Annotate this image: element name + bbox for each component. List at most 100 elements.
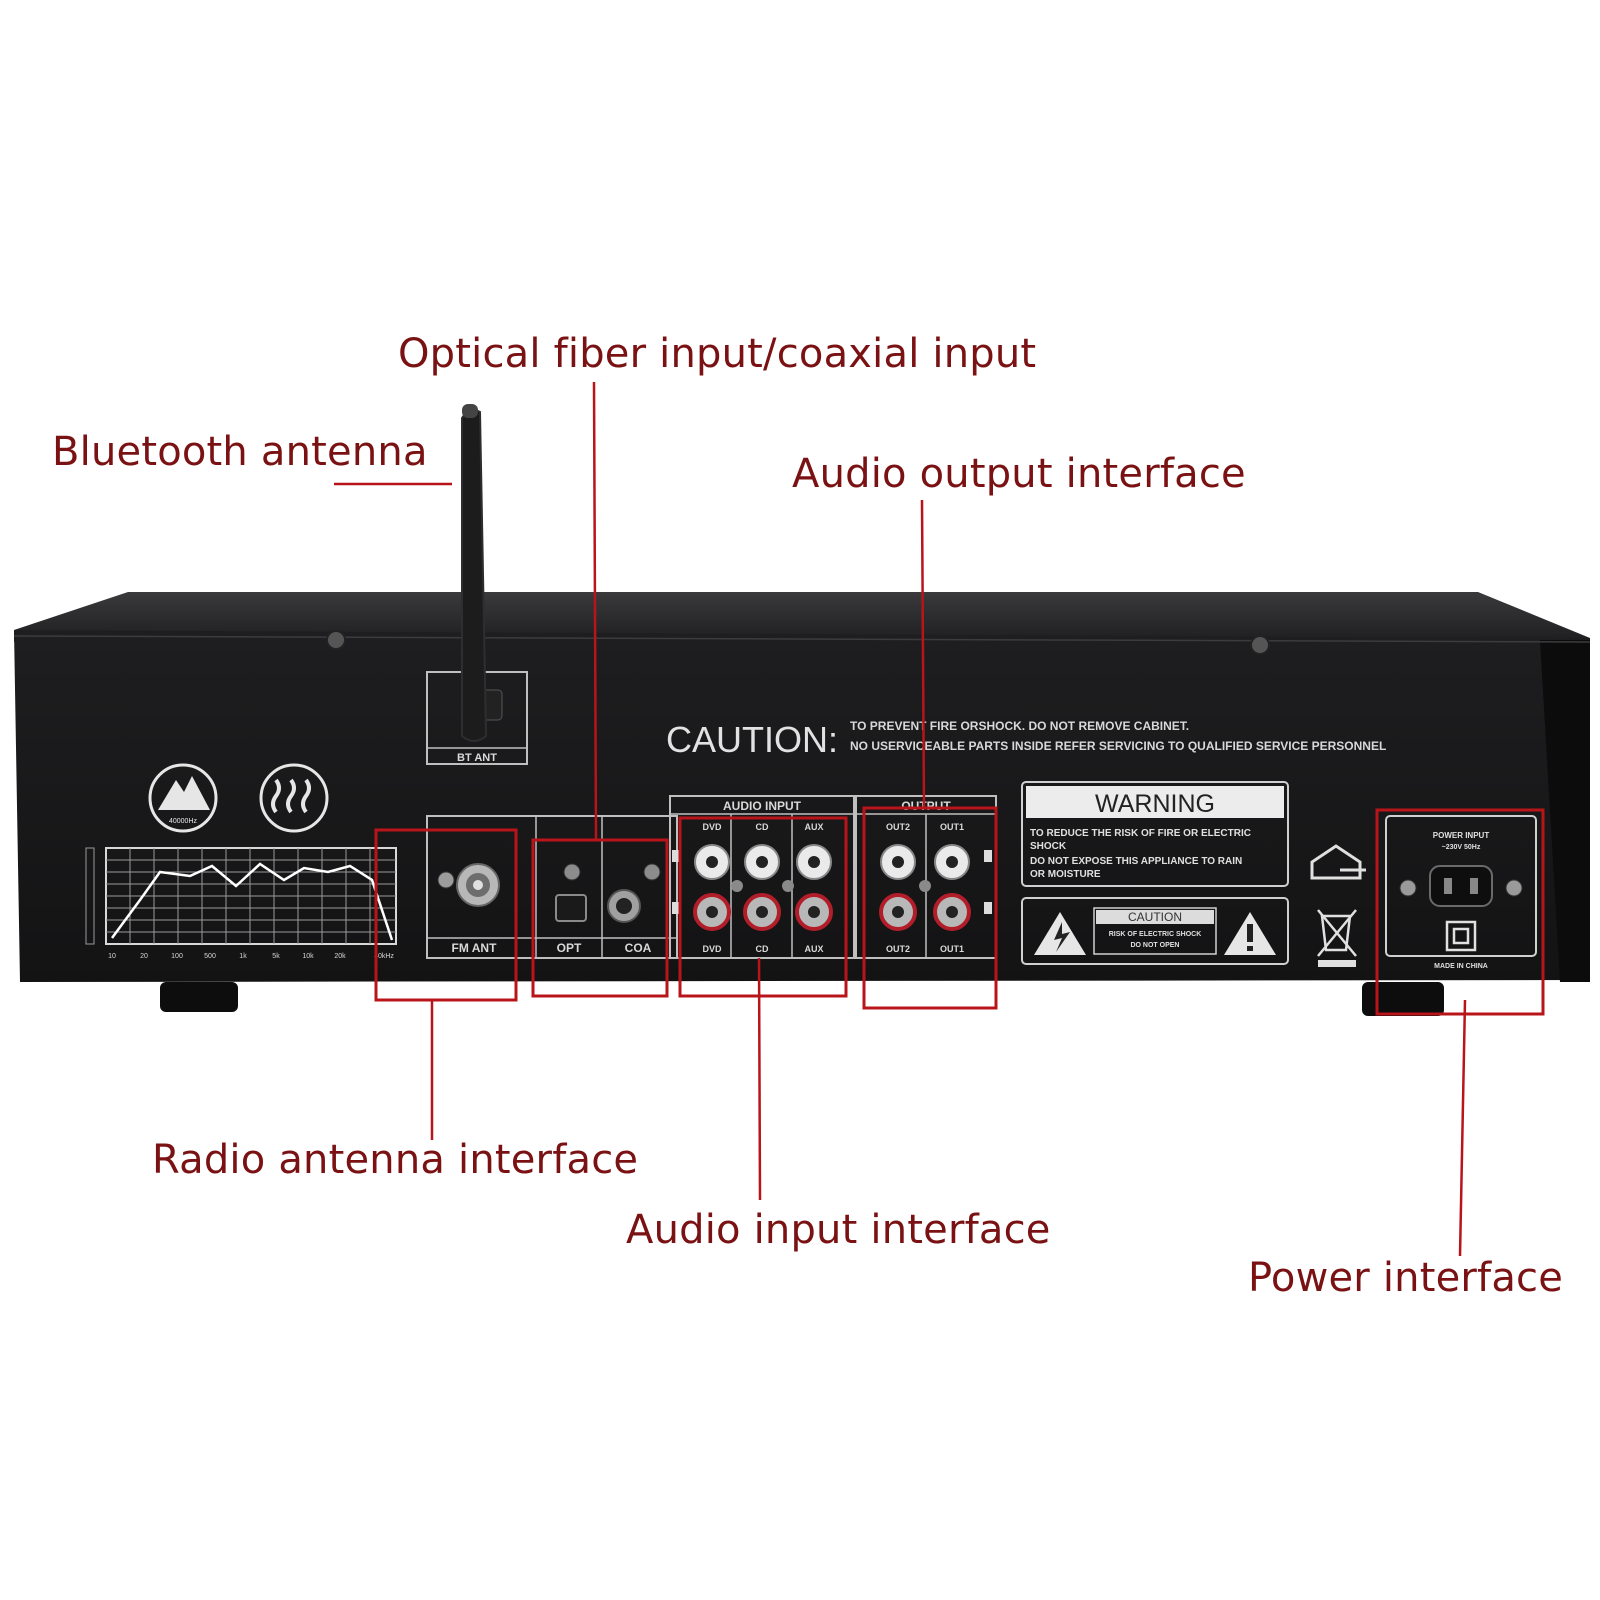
out1-label-bottom: OUT1 [940, 944, 964, 954]
warning-line-2: SHOCK [1030, 841, 1067, 852]
screw [643, 863, 661, 881]
in-dvd-label-bottom: DVD [702, 944, 722, 954]
caution-plate: CAUTION RISK OF ELECTRIC SHOCK DO NOT OP… [1021, 897, 1289, 965]
channel-marker-l [672, 850, 680, 862]
frequency-response-graph: 10 20 100 500 1k 5k 10k 20k 40kHz [85, 847, 397, 960]
opt-label: OPT [557, 941, 582, 955]
optical-input-port[interactable] [555, 894, 587, 922]
warning-line-3: DO NOT EXPOSE THIS APPLIANCE TO RAIN [1030, 856, 1242, 867]
audio-output-box [862, 806, 998, 1010]
caution-line-2: NO USERVICEABLE PARTS INSIDE REFER SERVI… [850, 739, 1386, 753]
audio-output-label: Audio output interface [792, 451, 1246, 497]
foot [1362, 982, 1444, 1016]
bluetooth-antenna: BT ANT [426, 404, 528, 765]
class-ii-house-icon [1310, 844, 1366, 880]
audio-input-header: AUDIO INPUT [723, 799, 802, 813]
radio-antenna-box [374, 828, 518, 1002]
out1-label: OUT1 [940, 822, 964, 832]
mountain-badge-icon: 40000Hz [148, 763, 218, 833]
optical-coaxial-box [531, 838, 669, 998]
out2-label-bottom: OUT2 [886, 944, 910, 954]
chassis [13, 592, 1591, 982]
freq-tick: 5k [272, 953, 280, 960]
output-header: OUTPUT [901, 799, 951, 813]
in-aux-label-bottom: AUX [804, 944, 823, 954]
caution-line-1: TO PREVENT FIRE ORSHOCK. DO NOT REMOVE C… [850, 719, 1189, 733]
power-rating-label: ~230V 50Hz [1442, 844, 1481, 851]
out2-label: OUT2 [886, 822, 910, 832]
bluetooth-antenna-label: Bluetooth antenna [52, 429, 428, 475]
chassis-face [14, 630, 1590, 982]
in-cd-label-bottom: CD [756, 944, 769, 954]
power-socket[interactable] [1429, 865, 1493, 907]
rca-jack-cd-l[interactable] [744, 844, 780, 880]
channel-marker-r [984, 902, 992, 914]
badge-40000-label: 40000Hz [169, 818, 198, 825]
optical-leader [592, 381, 598, 841]
audio-input-leader [757, 957, 762, 1201]
in-cd-label: CD [756, 822, 769, 832]
audio-input-panel: AUDIO INPUT DVD CD AUX DVD CD AUX [669, 795, 855, 959]
caution-small-line-1: RISK OF ELECTRIC SHOCK [1109, 931, 1202, 938]
freq-tick: 20k [334, 953, 346, 960]
caution-title: CAUTION: [666, 719, 838, 760]
screw [1399, 879, 1417, 897]
freq-tick: 10k [302, 953, 314, 960]
rca-jack-out1-r[interactable] [933, 893, 971, 931]
warning-plate: WARNING TO REDUCE THE RISK OF FIRE OR EL… [1021, 781, 1289, 887]
optical-coaxial-label: Optical fiber input/coaxial input [398, 331, 1037, 377]
fm-ant-label: FM ANT [452, 941, 498, 955]
channel-marker-l [984, 850, 992, 862]
power-input-label: POWER INPUT [1433, 831, 1490, 840]
screw [782, 880, 794, 892]
power-interface-label: Power interface [1248, 1255, 1564, 1301]
rca-jack-dvd-r[interactable] [693, 893, 731, 931]
fm-opt-coa-panel: FM ANT OPT COA [426, 815, 678, 959]
channel-marker-r [672, 902, 680, 914]
power-leader [1458, 999, 1467, 1257]
screw [326, 630, 346, 650]
freq-tick: 1k [239, 953, 247, 960]
freq-tick: 500 [204, 953, 216, 960]
rca-jack-aux-r[interactable] [795, 893, 833, 931]
weee-bin-icon [1317, 909, 1357, 967]
in-dvd-label: DVD [702, 822, 722, 832]
warning-line-1: TO REDUCE THE RISK OF FIRE OR ELECTRIC [1030, 828, 1251, 839]
antenna-rod [461, 409, 488, 742]
leader-lines [334, 381, 1467, 1257]
warning-title: WARNING [1095, 790, 1215, 818]
heat-badge-icon [259, 763, 329, 833]
caution-small-line-2: DO NOT OPEN [1130, 942, 1179, 949]
rca-jack-aux-l[interactable] [796, 844, 832, 880]
audio-output-leader [920, 499, 926, 809]
audio-input-box [678, 816, 848, 998]
chassis-side [1540, 640, 1590, 982]
chassis-edge [13, 635, 1591, 643]
rca-jack-out2-l[interactable] [880, 844, 916, 880]
rca-jack-out2-r[interactable] [879, 893, 917, 931]
foot [160, 982, 238, 1012]
freq-tick: 40kHz [374, 953, 394, 960]
warning-line-4: OR MOISTURE [1030, 869, 1101, 880]
freq-tick: 20 [140, 953, 148, 960]
double-insulation-icon [1445, 920, 1477, 952]
caution-small-title: CAUTION [1128, 910, 1182, 924]
screw [437, 871, 455, 889]
made-in-label: MADE IN CHINA [1434, 963, 1488, 970]
rca-jack-dvd-l[interactable] [694, 844, 730, 880]
rca-jack-out1-l[interactable] [934, 844, 970, 880]
coa-label: COA [625, 941, 652, 955]
antenna-tip [462, 404, 478, 418]
rca-jack-cd-r[interactable] [743, 893, 781, 931]
screw [1250, 635, 1270, 655]
power-input-plate: POWER INPUT ~230V 50Hz MADE IN CHINA [1385, 815, 1537, 970]
in-aux-label: AUX [804, 822, 823, 832]
audio-input-label: Audio input interface [626, 1207, 1051, 1253]
callout-boxes [374, 806, 1545, 1016]
screw [919, 880, 931, 892]
screw [1505, 879, 1523, 897]
freq-tick: 10 [108, 953, 116, 960]
bt-ant-label: BT ANT [457, 752, 497, 764]
screw [731, 880, 743, 892]
